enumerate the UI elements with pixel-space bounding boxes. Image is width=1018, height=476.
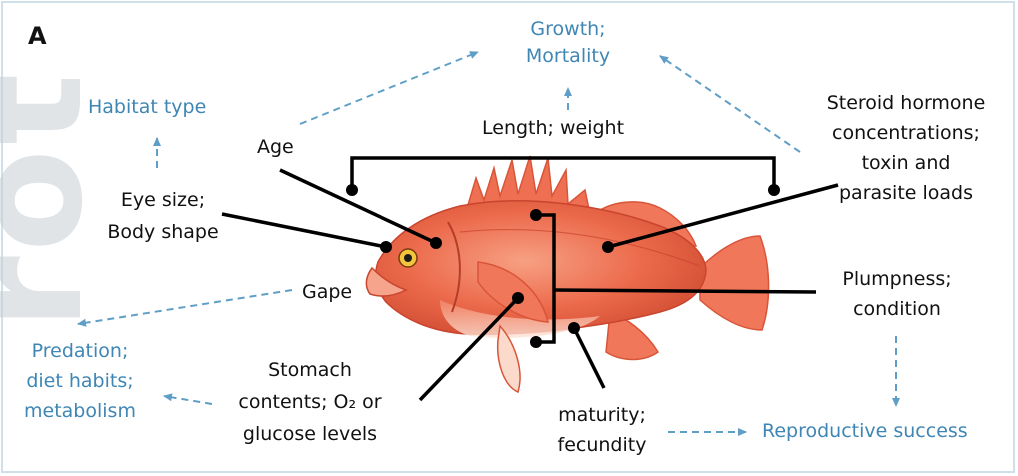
stomach-text-3: glucose levels [210, 418, 410, 450]
maturity-text: maturity; [540, 400, 664, 430]
habitat-type-label: Habitat type [88, 94, 206, 121]
growth-text: Growth; [505, 16, 631, 43]
metabolism-text: metabolism [0, 396, 160, 426]
stomach-text-2: contents; O₂ or [210, 386, 410, 418]
steroid-label: Steroid hormone concentrations; toxin an… [800, 88, 1012, 208]
stomach-text-1: Stomach [210, 354, 410, 386]
steroid-text-3: toxin and [800, 148, 1012, 178]
arrow-stomach-to-predation [164, 396, 212, 404]
rockfish-illustration [366, 156, 768, 392]
panel-letter: A [28, 22, 47, 50]
fish-pupil [404, 254, 412, 262]
growth-mortality-label: Growth; Mortality [505, 16, 631, 70]
predation-label: Predation; diet habits; metabolism [0, 336, 160, 426]
dot-stomach [512, 292, 524, 304]
arrow-gape-to-predation [78, 290, 292, 324]
arrow-steroid-to-growth [660, 56, 800, 152]
dot-bracket-right [768, 184, 780, 196]
dot-plump-top [530, 209, 542, 221]
length-weight-label: Length; weight [482, 115, 624, 142]
plumpness-text: Plumpness; [822, 264, 972, 294]
mortality-text: Mortality [505, 43, 631, 70]
condition-text: condition [822, 294, 972, 324]
steroid-text-4: parasite loads [800, 178, 1012, 208]
fecundity-text: fecundity [540, 430, 664, 460]
dot-age [430, 237, 442, 249]
dot-plump-bottom [530, 336, 542, 348]
eye-size-text: Eye size; [88, 184, 238, 216]
dot-bracket-left [346, 184, 358, 196]
reproductive-success-label: Reproductive success [762, 418, 968, 445]
predation-text: Predation; [0, 336, 160, 366]
steroid-text-2: concentrations; [800, 118, 1012, 148]
body-shape-text: Body shape [88, 216, 238, 248]
maturity-connector [574, 328, 604, 388]
dot-maturity [568, 322, 580, 334]
dot-steroid [602, 241, 614, 253]
steroid-text-1: Steroid hormone [800, 88, 1012, 118]
caudal-fin [700, 236, 769, 330]
maturity-label: maturity; fecundity [540, 400, 664, 460]
eye-size-connector [222, 214, 386, 247]
age-label: Age [257, 134, 294, 161]
arrow-age-to-growth [300, 52, 478, 124]
dot-eye-size [380, 241, 392, 253]
plumpness-label: Plumpness; condition [822, 264, 972, 324]
stomach-label: Stomach contents; O₂ or glucose levels [210, 354, 410, 450]
diet-habits-text: diet habits; [0, 366, 160, 396]
eye-size-label: Eye size; Body shape [88, 184, 238, 248]
gape-label: Gape [302, 279, 352, 306]
plumpness-connector [554, 290, 816, 292]
